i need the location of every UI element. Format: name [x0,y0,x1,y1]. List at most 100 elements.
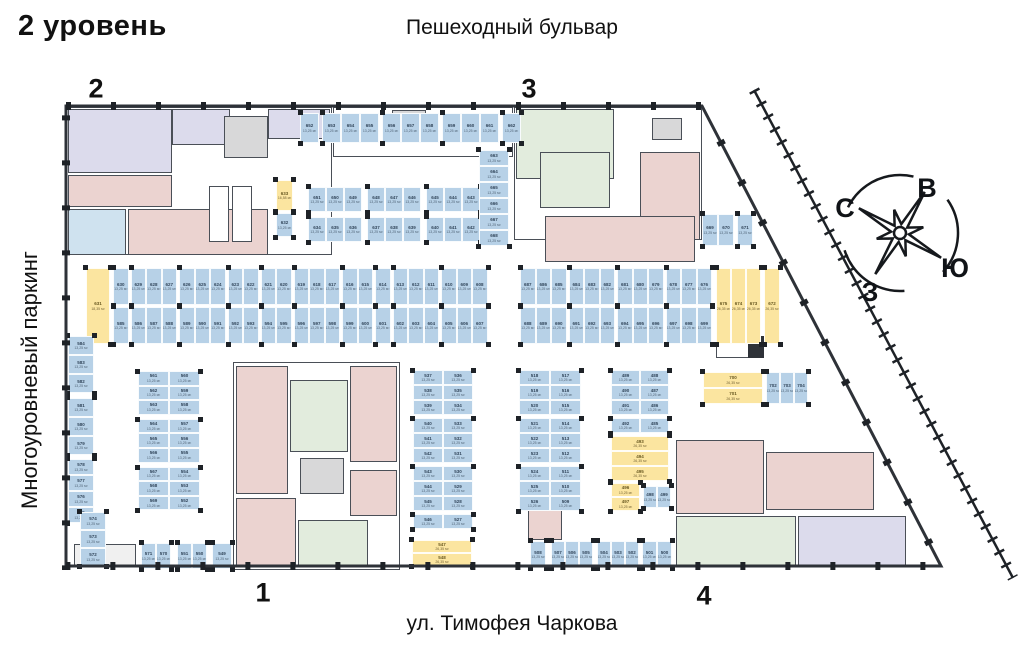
parking-stall[interactable]: 65513,25 м² [360,113,379,143]
parking-stall[interactable]: 59613,25 м² [293,307,309,344]
parking-stall[interactable]: 69613,25 м² [648,307,664,344]
parking-stall[interactable]: 60613,25 м² [456,307,472,344]
parking-stall[interactable]: 56213,25 м² [138,385,169,401]
parking-stall[interactable]: 53113,25 м² [443,448,473,463]
parking-stall[interactable]: 57813,25 м² [68,459,94,475]
parking-stall[interactable]: 57313,25 м² [80,530,106,548]
parking-stall[interactable]: 58513,25 м² [113,307,129,344]
parking-stall[interactable]: 68013,25 м² [632,268,648,305]
parking-stall[interactable]: 52213,25 м² [519,433,550,448]
parking-stall[interactable]: 63613,25 м² [344,217,362,242]
parking-stall[interactable]: 56413,25 м² [138,418,169,434]
parking-stall[interactable]: 64813,25 м² [367,187,385,212]
parking-stall[interactable]: 69413,25 м² [617,307,633,344]
parking-stall[interactable]: 50313,25 м² [611,541,625,568]
parking-stall[interactable]: 53913,25 м² [413,400,443,415]
parking-stall[interactable]: 49526,35 м² [611,466,669,481]
parking-stall[interactable]: 60213,25 м² [392,307,408,344]
parking-stall[interactable]: 62213,25 м² [243,268,259,305]
parking-stall[interactable]: 65813,25 м² [420,113,439,143]
parking-stall[interactable]: 58613,25 м² [130,307,146,344]
parking-stall[interactable]: 48513,25 м² [640,418,669,433]
parking-stall[interactable]: 55913,25 м² [169,385,200,401]
parking-stall[interactable]: 50413,25 м² [597,541,611,568]
parking-stall[interactable]: 68213,25 м² [599,268,615,305]
parking-stall[interactable]: 69113,25 м² [568,307,584,344]
parking-stall[interactable]: 70413,25 м² [794,372,808,404]
parking-stall[interactable]: 52713,25 м² [443,514,473,529]
parking-stall[interactable]: 59013,25 м² [194,307,210,344]
parking-stall[interactable]: 67526,35 м² [716,268,731,344]
parking-stall[interactable]: 58213,25 м² [68,374,94,393]
parking-stall[interactable]: 57713,25 м² [68,475,94,491]
parking-stall[interactable]: 48913,25 м² [611,370,640,385]
parking-stall[interactable]: 58313,25 м² [68,355,94,374]
parking-stall[interactable]: 49613,25 м² [611,483,640,497]
parking-stall[interactable]: 58413,25 м² [68,336,94,355]
parking-stall[interactable]: 54213,25 м² [413,448,443,463]
parking-stall[interactable]: 70313,25 м² [780,372,794,404]
parking-stall[interactable]: 63913,25 м² [403,217,421,242]
parking-stall[interactable]: 49013,25 м² [611,385,640,400]
parking-stall[interactable]: 48613,25 м² [640,400,669,415]
parking-stall[interactable]: 61513,25 м² [357,268,373,305]
parking-stall[interactable]: 56313,25 м² [138,400,169,415]
parking-stall[interactable]: 66113,25 м² [480,113,499,143]
parking-stall[interactable]: 55113,25 м² [177,543,192,569]
parking-stall[interactable]: 57213,25 м² [80,548,106,566]
parking-stall[interactable]: 69313,25 м² [599,307,615,344]
parking-stall[interactable]: 61413,25 м² [375,268,391,305]
parking-stall[interactable]: 65113,25 м² [308,187,326,212]
parking-stall[interactable]: 60713,25 м² [472,307,488,344]
parking-stall[interactable]: 66513,25 м² [479,182,509,198]
parking-stall[interactable]: 63013,25 м² [113,268,129,305]
parking-stall[interactable]: 65313,25 м² [322,113,341,143]
parking-stall[interactable]: 69913,25 м² [696,307,712,344]
parking-stall[interactable]: 53513,25 м² [443,385,473,400]
parking-stall[interactable]: 58813,25 м² [161,307,177,344]
parking-stall[interactable]: 59513,25 м² [276,307,292,344]
parking-stall[interactable]: 68513,25 м² [551,268,567,305]
parking-stall[interactable]: 60813,25 м² [472,268,488,305]
parking-stall[interactable]: 56513,25 м² [138,433,169,448]
parking-stall[interactable]: 63413,25 м² [308,217,326,242]
parking-stall[interactable]: 62713,25 м² [161,268,177,305]
parking-stall[interactable]: 61013,25 м² [441,268,457,305]
parking-stall[interactable]: 50713,25 м² [551,541,565,568]
parking-stall[interactable]: 68713,25 м² [520,268,536,305]
parking-stall[interactable]: 53013,25 м² [443,466,473,481]
parking-stall[interactable]: 51013,25 м² [550,481,581,496]
parking-stall[interactable]: 49913,25 м² [657,486,671,508]
parking-stall[interactable]: 62013,25 м² [276,268,292,305]
parking-stall[interactable]: 61313,25 м² [392,268,408,305]
parking-stall[interactable]: 51113,25 м² [550,466,581,481]
parking-stall[interactable]: 55513,25 м² [169,448,200,463]
parking-stall[interactable]: 63316,58 м² [276,180,293,211]
parking-stall[interactable]: 54113,25 м² [413,433,443,448]
parking-stall[interactable]: 52613,25 м² [519,496,550,511]
parking-stall[interactable]: 60913,25 м² [456,268,472,305]
parking-stall[interactable]: 54013,25 м² [413,418,443,433]
parking-stall[interactable]: 54413,25 м² [413,481,443,496]
parking-stall[interactable]: 57413,25 м² [80,512,106,530]
parking-stall[interactable]: 68313,25 м² [584,268,600,305]
parking-stall[interactable]: 69713,25 м² [665,307,681,344]
parking-stall[interactable]: 56113,25 м² [138,371,169,386]
parking-stall[interactable]: 52113,25 м² [519,418,550,433]
parking-stall[interactable]: 67426,35 м² [731,268,746,344]
parking-stall[interactable]: 57613,25 м² [68,491,94,507]
parking-stall[interactable]: 56913,25 м² [138,495,169,511]
parking-stall[interactable]: 51713,25 м² [550,370,581,385]
parking-stall[interactable]: 62313,25 м² [227,268,243,305]
parking-stall[interactable]: 53813,25 м² [413,385,443,400]
parking-stall[interactable]: 57013,25 м² [156,543,171,569]
parking-stall[interactable]: 66413,25 м² [479,166,509,182]
parking-stall[interactable]: 55013,25 м² [192,543,207,569]
parking-stall[interactable]: 63213,25 м² [276,213,293,237]
parking-stall[interactable]: 62913,25 м² [130,268,146,305]
parking-stall[interactable]: 56713,25 м² [138,466,169,482]
parking-stall[interactable]: 59213,25 м² [227,307,243,344]
parking-stall[interactable]: 54513,25 м² [413,496,443,511]
parking-stall[interactable]: 65913,25 м² [442,113,461,143]
parking-stall[interactable]: 54826,35 м² [412,553,472,566]
